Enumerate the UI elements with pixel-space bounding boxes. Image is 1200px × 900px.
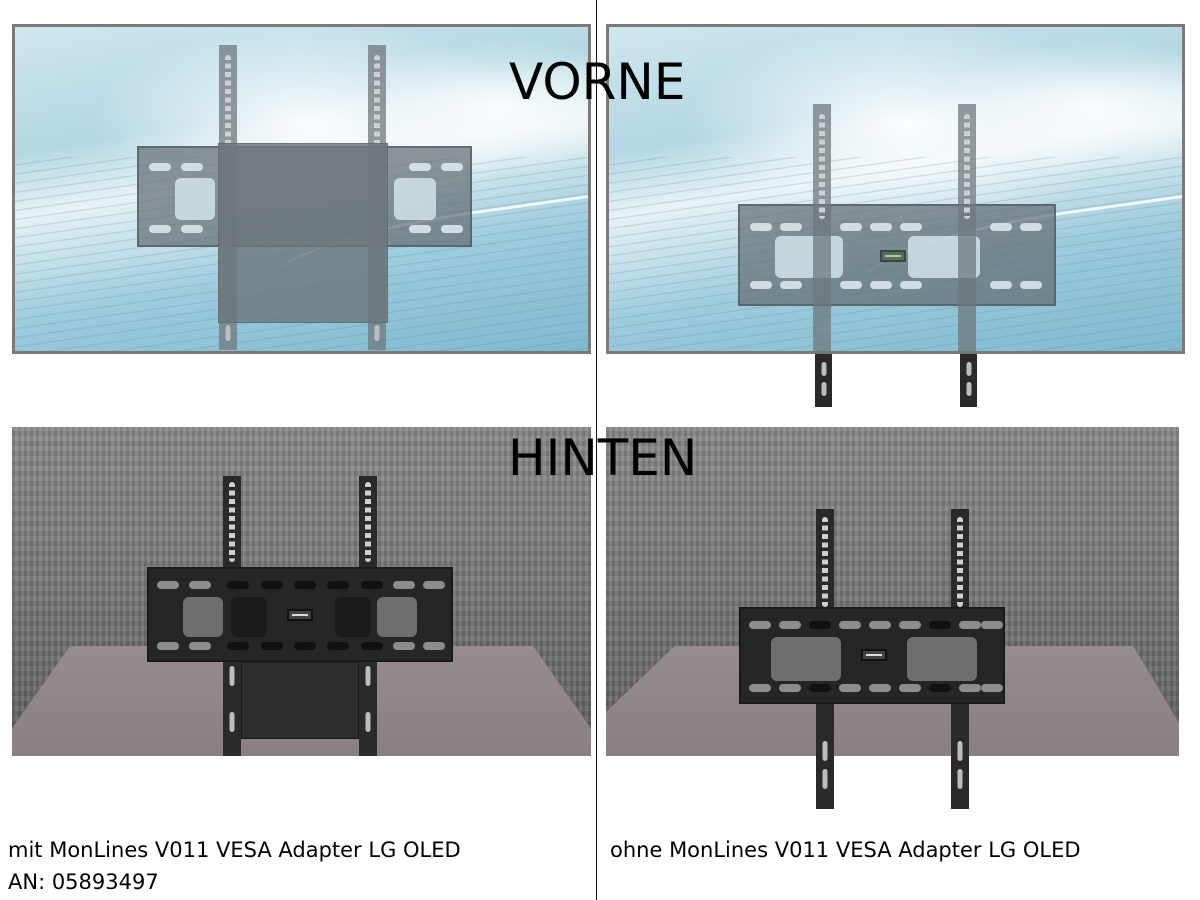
front-without-adapter-image xyxy=(606,24,1185,407)
rail-leg-left xyxy=(815,354,832,407)
wall-plate xyxy=(147,567,453,662)
front-view-heading: VORNE xyxy=(509,53,686,111)
vesa-adapter-plate xyxy=(218,143,388,323)
rear-with-adapter-image xyxy=(12,427,591,756)
vertical-rail-left xyxy=(813,104,831,354)
caption-without-adapter: ohne MonLines V011 VESA Adapter LG OLED xyxy=(610,838,1081,862)
vertical-rail-right xyxy=(958,104,976,354)
rear-view-heading: HINTEN xyxy=(508,429,698,487)
bubble-level xyxy=(287,609,313,621)
vesa-adapter-plate xyxy=(241,662,359,739)
wall-plate xyxy=(739,607,1005,704)
wall-plate xyxy=(738,204,1056,306)
bubble-level xyxy=(880,250,906,262)
rear-without-adapter-image xyxy=(606,427,1179,809)
front-with-adapter-image xyxy=(12,24,591,354)
caption-with-adapter: mit MonLines V011 VESA Adapter LG OLED xyxy=(8,838,461,862)
center-divider xyxy=(596,0,597,900)
bubble-level xyxy=(861,649,887,661)
caption-article-number: AN: 05893497 xyxy=(8,870,159,894)
rail-leg-right xyxy=(960,354,977,407)
